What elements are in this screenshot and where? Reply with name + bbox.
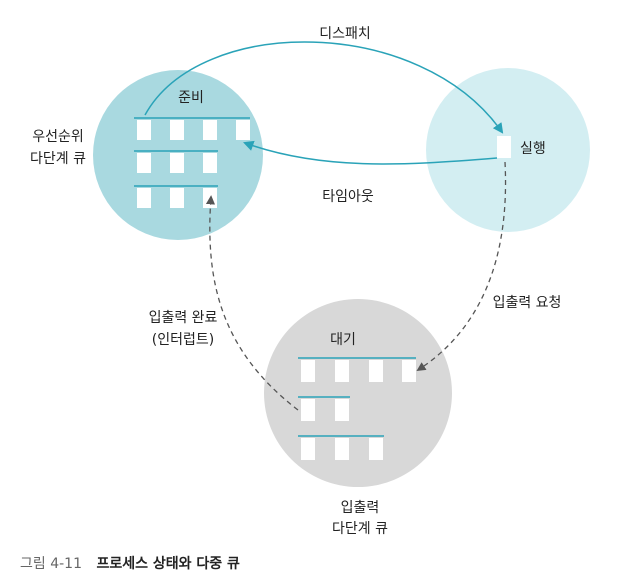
figure-caption: 그림 4-11 프로세스 상태와 다중 큐 [20,553,240,573]
ready-queue-label-line2: 다단계 큐 [30,151,86,167]
queue-slot [369,438,383,460]
ready-queue-label-line1: 우선순위 [32,129,84,145]
queue-slot [335,360,349,382]
waiting-queue-label-line2: 다단계 큐 [332,521,388,537]
io-request-label: 입출력 요청 [493,295,562,311]
timeout-arrow [243,140,498,165]
queue-slot [137,153,151,173]
queue-slot [335,438,349,460]
queue-slot [137,188,151,208]
io-complete-label-line2: (인터럽트) [152,332,214,348]
waiting-queue-label-line1: 입출력 [341,500,380,516]
io-complete-arrow [205,195,299,411]
ready-state-label: 준비 [178,90,204,106]
queue-slot [335,399,349,421]
figure-title: 프로세스 상태와 다중 큐 [96,556,240,572]
queue-slot [137,120,151,140]
queue-slot [301,360,315,382]
queue-slot [170,153,184,173]
dispatch-arrow [144,41,504,134]
queue-slot [301,399,315,421]
queue-slot [369,360,383,382]
queue-slot [203,188,217,208]
queue-slot [170,120,184,140]
waiting-queue [298,357,416,460]
io-request-arrow [416,161,507,371]
timeout-label: 타임아웃 [322,189,374,205]
queue-slot [170,188,184,208]
queue-slot [402,360,416,382]
figure-number: 그림 4-11 [20,556,82,572]
queue-slot [203,153,217,173]
queue-slot [236,120,250,140]
io-complete-label-line1: 입출력 완료 [149,310,218,326]
waiting-state-label: 대기 [330,332,356,348]
queue-slot [203,120,217,140]
waiting-state-circle [264,299,452,487]
running-process-slot [497,136,511,158]
running-state-label: 실행 [520,141,546,157]
queue-slot [301,438,315,460]
dispatch-label: 디스패치 [319,26,371,42]
